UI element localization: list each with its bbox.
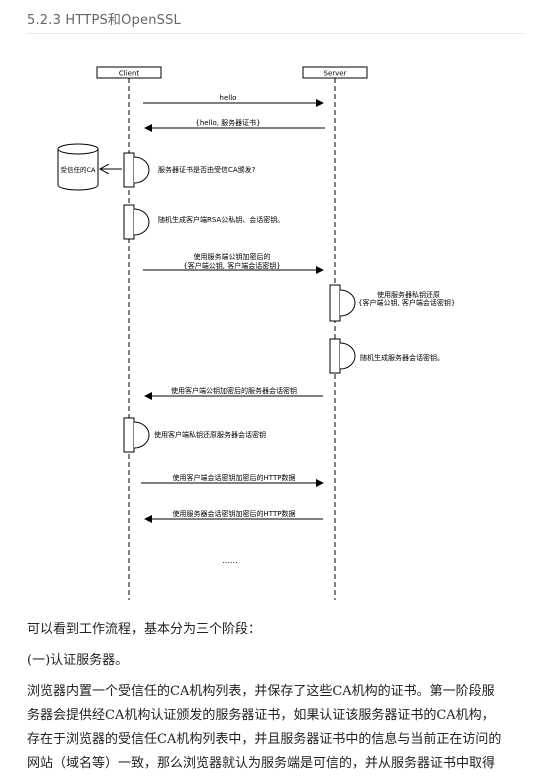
server-decrypt-label-1: 使用服务器私钥还原 xyxy=(377,290,440,299)
client-activation-genkeys xyxy=(123,204,135,240)
self-call-genkeys xyxy=(133,208,150,236)
server-decrypt-label-2: {客户端公钥, 客户端会话密钥} xyxy=(358,298,455,307)
ca-store-label: 受信任的CA xyxy=(61,165,97,174)
client-label: Client xyxy=(119,70,140,78)
paragraph-line: 浏览器内置一个受信任的CA机构列表，并保存了这些CA机构的证书。第一阶段服 xyxy=(27,684,495,699)
stage-title: (一)认证服务器。 xyxy=(27,653,129,668)
send-client-keys-label-1: 使用服务端公钥加密后的 xyxy=(194,252,271,261)
hello-label: hello xyxy=(220,94,237,102)
https-sequence-diagram: Client Server hello {hello, 服务器证书} 受信任的C… xyxy=(57,66,455,600)
heading-divider xyxy=(27,33,523,34)
self-call-decrypt xyxy=(339,289,356,317)
intro-paragraph: 可以看到工作流程，基本分为三个阶段： xyxy=(27,622,262,637)
gen-client-keys-label: 随机生成客户端RSA公私钥、会话密钥。 xyxy=(158,215,284,224)
gen-server-session-label: 随机生成服务器会话密钥。 xyxy=(360,353,444,362)
client-lifeline-header: Client xyxy=(96,66,162,79)
paragraph-line: 存在于浏览器的受信任CA机构列表中，并且服务器证书中的信息与当前正在访问的 xyxy=(27,732,502,747)
server-activation-gensession xyxy=(329,338,341,374)
server-http-label: 使用服务器会话密钥加密后的HTTP数据 xyxy=(173,509,296,518)
hello-reply-label: {hello, 服务器证书} xyxy=(195,118,260,127)
check-ca-label: 服务器证书是否由受信CA颁发? xyxy=(158,165,256,174)
paragraph-line: 网站（域名等）一致，那么浏览器就认为服务端是可信的，并从服务器证书中取得 xyxy=(27,756,496,771)
server-lifeline-header: Server xyxy=(302,66,368,79)
server-activation-decrypt xyxy=(329,284,341,322)
client-http-label: 使用客户端会话密钥加密后的HTTP数据 xyxy=(173,473,296,482)
section-heading: 5.2.3 HTTPS和OpenSSL xyxy=(27,13,181,28)
self-call-gensession xyxy=(339,342,356,370)
self-call-check xyxy=(133,156,150,184)
continuation-ellipsis: ...... xyxy=(222,556,237,565)
client-restore-label: 使用客户端私钥还原服务器会话密钥 xyxy=(154,430,266,439)
client-activation-restore xyxy=(123,417,135,453)
self-call-restore xyxy=(133,421,150,449)
client-activation-check xyxy=(123,152,135,188)
trusted-ca-store: 受信任的CA xyxy=(57,143,99,191)
paragraph-line: 务器会提供经CA机构认证颁发的服务器证书，如果认证该服务器证书的CA机构， xyxy=(27,708,495,723)
send-server-session-label: 使用客户端公钥加密后的服务器会话密钥 xyxy=(171,386,297,395)
send-client-keys-label-2: {客户端公钥, 客户端会话密钥} xyxy=(183,261,280,270)
server-label: Server xyxy=(324,70,347,78)
stage-description: 浏览器内置一个受信任的CA机构列表，并保存了这些CA机构的证书。第一阶段服 务器… xyxy=(27,680,527,776)
